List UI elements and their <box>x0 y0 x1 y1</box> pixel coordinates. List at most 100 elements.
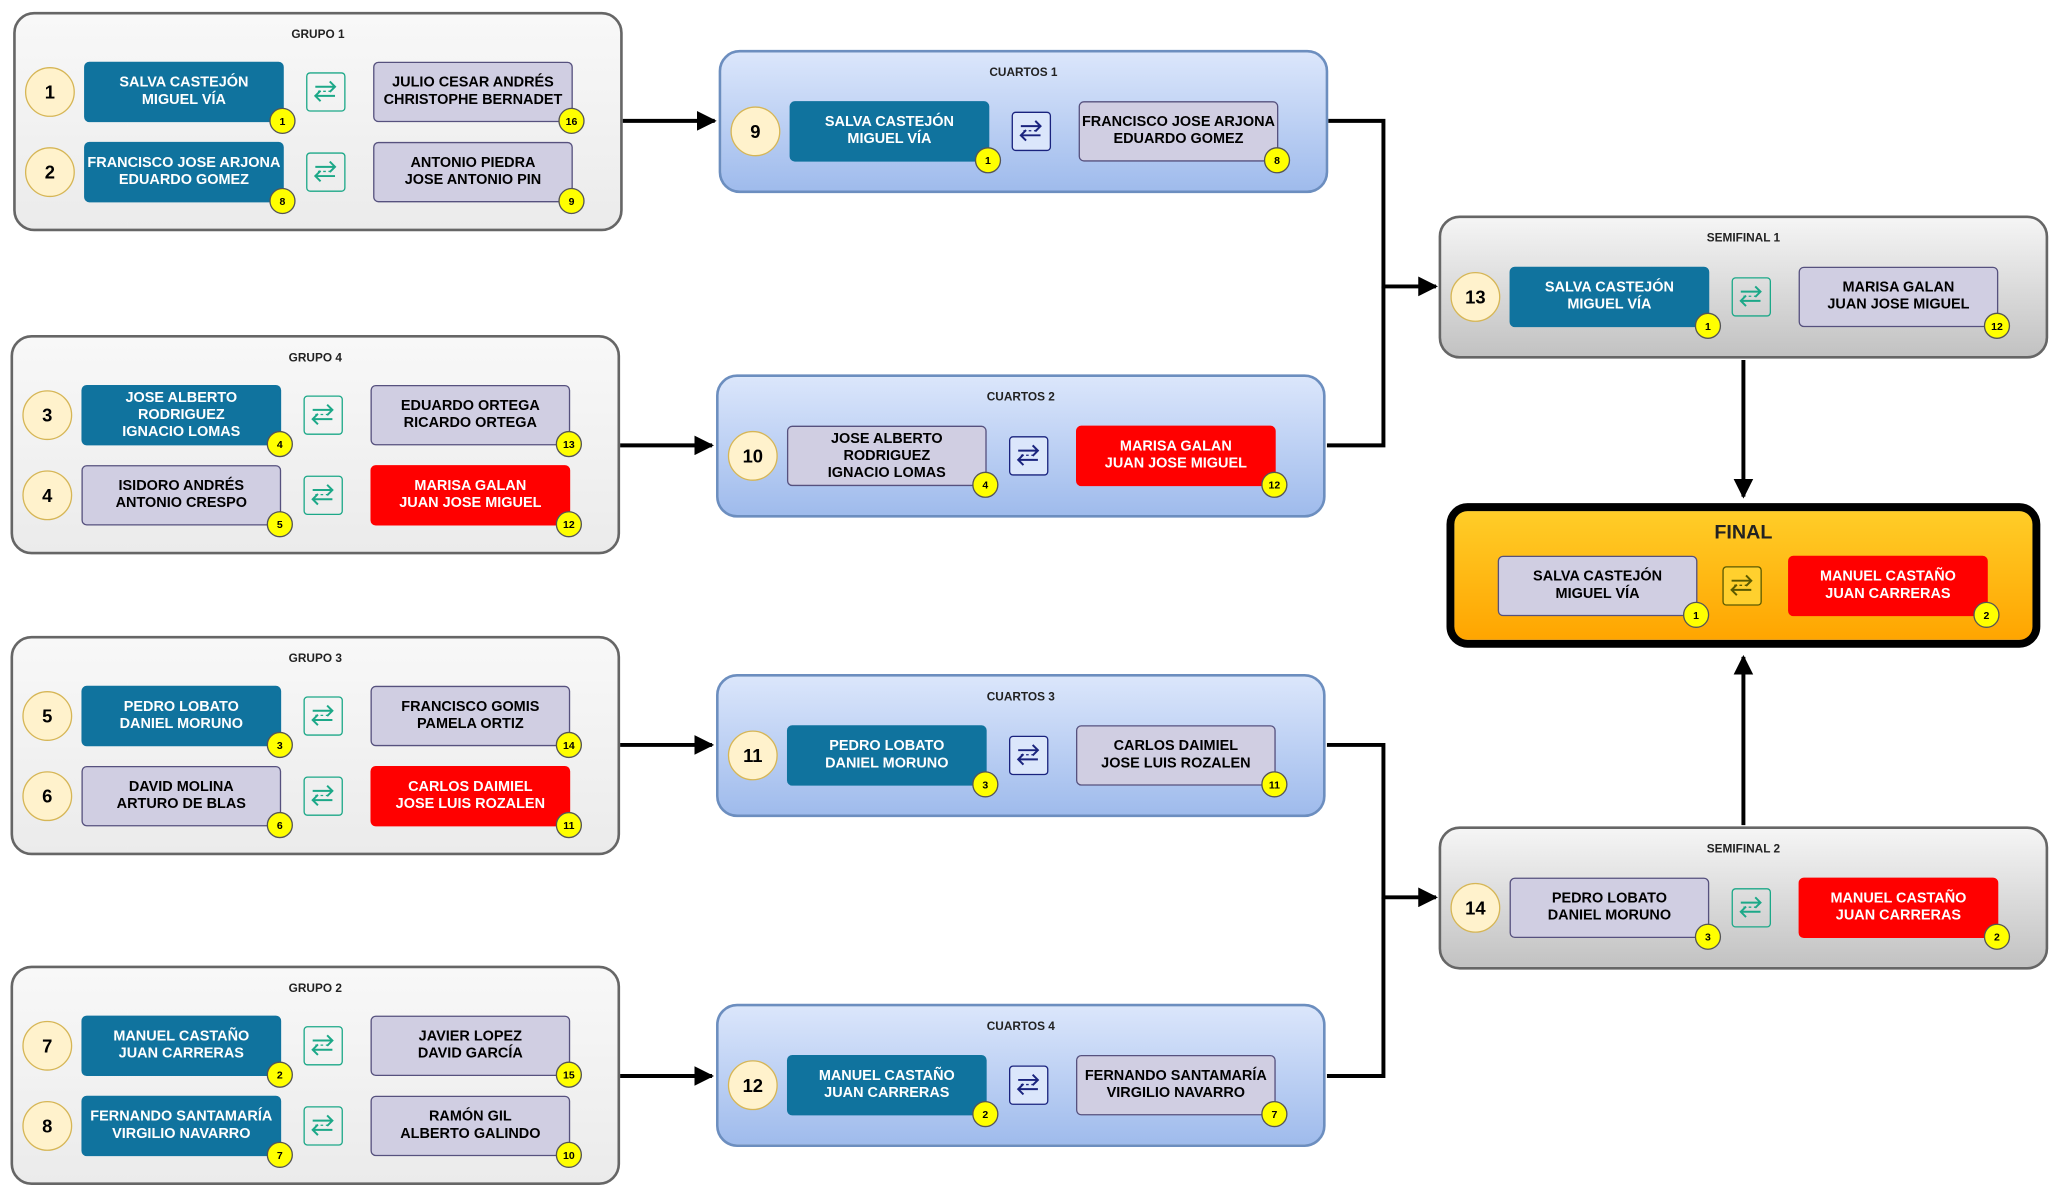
seed-badge: 4 <box>266 430 293 458</box>
swap-arrows-icon <box>303 1106 343 1146</box>
player-name: ISIDORO ANDRÉS <box>118 478 245 494</box>
player-name: JAVIER LOPEZ <box>418 1028 523 1045</box>
swap-arrows-icon <box>1008 436 1049 476</box>
player-name: EDUARDO ORTEGA <box>400 398 540 414</box>
player-name: EDUARDO GOMEZ <box>1113 131 1244 148</box>
player-name: PEDRO LOBATO <box>829 738 945 755</box>
player-name: PEDRO LOBATO <box>123 698 239 715</box>
match-number: 13 <box>1450 271 1501 322</box>
swap-arrows-icon <box>303 776 343 816</box>
player-name: MANUEL CASTAÑO <box>1830 890 1967 907</box>
seed-badge: 2 <box>266 1061 293 1088</box>
panel-title: CUARTOS 2 <box>986 390 1055 404</box>
swap-arrows-icon <box>303 475 343 516</box>
player-name: MANUEL CASTAÑO <box>818 1068 955 1084</box>
seed-badge: 10 <box>555 1141 583 1168</box>
panel-title: GRUPO 3 <box>288 651 342 665</box>
seed-badge: 3 <box>1694 923 1722 950</box>
player-name: MARISA GALAN <box>1119 438 1232 455</box>
match-number: 9 <box>730 106 781 157</box>
player-name: FRANCISCO GOMIS <box>401 698 540 715</box>
player-name: JOSE ALBERTO RODRIGUEZ <box>830 430 943 464</box>
seed-badge: 7 <box>1261 1100 1288 1128</box>
seed-badge: 3 <box>266 731 293 759</box>
swap-arrows-icon <box>303 1026 343 1066</box>
seed-badge: 2 <box>1983 923 2011 950</box>
seed-badge: 7 <box>266 1141 293 1168</box>
seed-badge: 1 <box>269 107 296 135</box>
player-name: MIGUEL VÍA <box>1555 585 1640 602</box>
player-name: EDUARDO GOMEZ <box>118 172 249 188</box>
panel-title: CUARTOS 1 <box>989 65 1058 79</box>
player-name: DANIEL MORUNO <box>825 755 949 772</box>
seed-badge: 8 <box>1263 147 1291 174</box>
seed-badge: 5 <box>266 511 293 538</box>
player-name: DAVID MOLINA <box>128 779 234 795</box>
match-number: 5 <box>22 691 73 741</box>
player-name: PAMELA ORTIZ <box>416 716 524 732</box>
player-name: MIGUEL VÍA <box>1567 296 1652 313</box>
player-name: DANIEL MORUNO <box>1547 907 1672 924</box>
seed-badge: 12 <box>1261 471 1288 498</box>
connector-cuartos4-semi2 <box>1326 897 1386 1078</box>
swap-arrows-icon <box>303 696 343 736</box>
player-name: FERNANDO SANTAMARÍA <box>90 1108 273 1125</box>
player-name: MANUEL CASTAÑO <box>113 1028 250 1045</box>
swap-arrows-icon <box>303 395 343 435</box>
match-number: 3 <box>22 390 73 441</box>
seed-badge: 12 <box>555 511 583 538</box>
swap-arrows-icon <box>306 152 346 192</box>
match-number: 1 <box>24 67 75 117</box>
match-number: 10 <box>727 430 778 481</box>
match-number: 12 <box>727 1060 778 1111</box>
player-name: IGNACIO LOMAS <box>827 464 946 481</box>
connector-cuartos1-semi1 <box>1328 118 1438 297</box>
player-name: FRANCISCO JOSE ARJONA <box>87 155 281 171</box>
match-number: 7 <box>22 1020 73 1071</box>
player-name: VIRGILIO NAVARRO <box>112 1125 251 1142</box>
player-name: JOSE LUIS ROZALEN <box>1101 755 1251 772</box>
seed-badge: 2 <box>972 1100 999 1128</box>
seed-badge: 3 <box>972 771 999 798</box>
player-name: DAVID GARCÍA <box>417 1045 523 1062</box>
player-name: MIGUEL VÍA <box>847 131 932 148</box>
connector-cuartos3-semi2 <box>1326 742 1438 908</box>
player-name: PEDRO LOBATO <box>1551 890 1667 907</box>
